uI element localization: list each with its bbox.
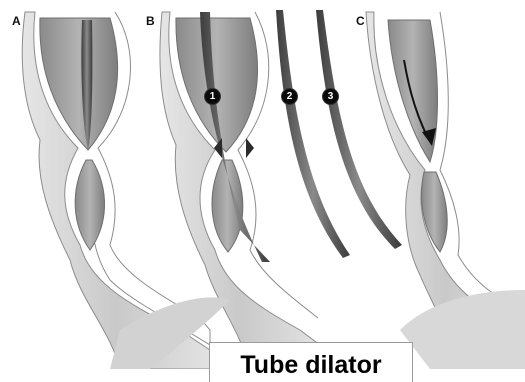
step-badge-2: 2 <box>282 89 297 104</box>
caption-box: Tube dilator <box>209 342 413 382</box>
panel-label-b: B <box>146 14 155 28</box>
step-badge-3: 3 <box>323 89 338 104</box>
dilator-tubes <box>276 10 402 258</box>
step-badge-1: 1 <box>205 89 220 104</box>
panel-label-a: A <box>12 14 21 28</box>
esophageal-dilation-illustration <box>0 0 525 369</box>
panel-label-c: C <box>356 14 365 28</box>
caption-text: Tube dilator <box>210 351 412 380</box>
